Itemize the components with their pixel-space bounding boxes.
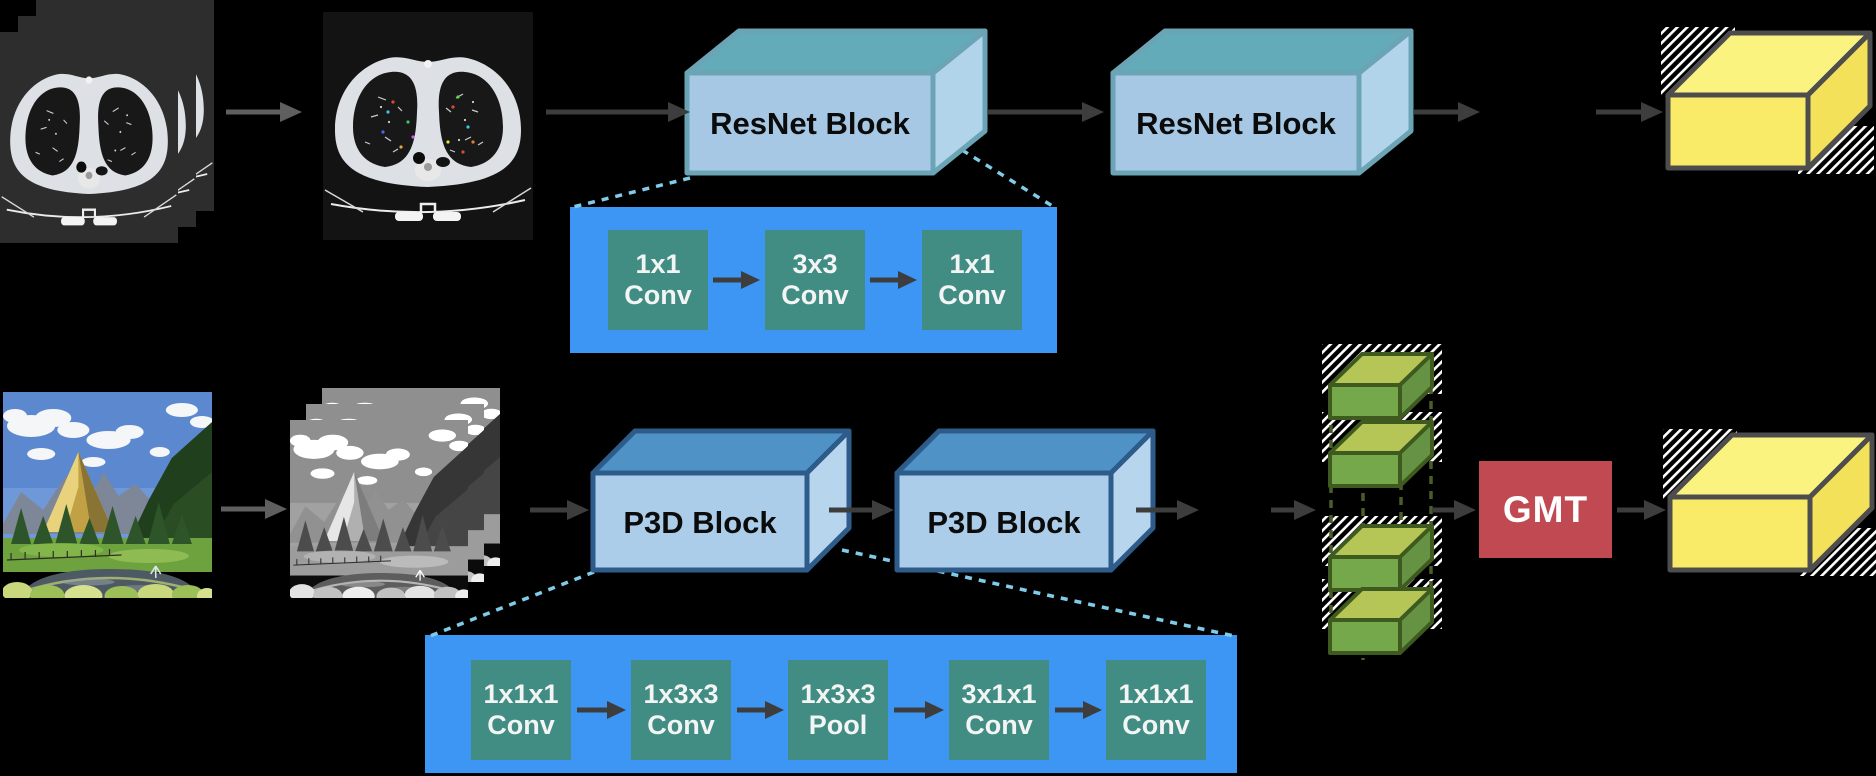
conv-cell: 1x1 Conv [922,230,1022,330]
arrow-into-cube-top [1596,102,1663,122]
conv-cell-line2: Conv [487,710,555,740]
ct-scan-enhanced [323,12,533,240]
conv-cell: 1x3x3 Conv [631,660,731,760]
resnet-block-2-label: ResNet Block [1136,106,1337,141]
resnet-block-detail: 1x1 Conv 3x3 Conv 1x1 Conv [570,207,1057,353]
conv-cell-line1: 1x1 [949,249,995,279]
conv-cell-line2: Conv [1122,710,1190,740]
arrow-p3d1-to-p3d2 [829,500,894,520]
conv-cell: 1x1x1 Conv [471,660,571,760]
conv-cell-line1: 1x1x1 [483,679,559,709]
conv-cell: 1x1x1 Conv [1106,660,1206,760]
feature-slice [1328,524,1434,592]
gmt-label: GMT [1502,488,1589,530]
ct-color-speckles [381,95,475,154]
p3d-block-1: P3D Block [590,428,852,573]
conv-cell-line2: Conv [781,280,849,310]
conv-cell-line2: Conv [647,710,715,740]
resnet-block-2: ResNet Block [1110,28,1414,176]
feature-slice [1328,352,1434,420]
pool-cell-line2: Pool [808,710,868,740]
arrow-resnet2-out [1414,102,1480,122]
arrow-photo-to-gray [221,499,287,519]
p3d-block-1-label: P3D Block [623,505,777,540]
p3d-block-detail: 1x1x1 Conv 1x3x3 Conv 1x3x3 Pool 3x1x1 C… [425,635,1237,773]
resnet-block-1: ResNet Block [684,28,988,176]
conv-cell-line2: Conv [624,280,692,310]
conv-cell-line1: 1x1 [635,249,681,279]
feature-slice [1328,587,1434,655]
conv-cell: 1x1 Conv [608,230,708,330]
conv-cell-line2: Conv [938,280,1006,310]
pool-cell-line1: 1x3x3 [800,679,876,709]
conv-cell-line1: 3x3 [792,249,838,279]
conv-cell: 3x1x1 Conv [949,660,1049,760]
gmt-module: GMT [1479,461,1612,558]
gray-frame-front [290,420,468,598]
pool-cell: 1x3x3 Pool [788,660,888,760]
resnet-block-1-label: ResNet Block [710,106,911,141]
ct-slice-front [0,32,178,243]
p3d-block-2: P3D Block [894,428,1156,573]
slice-guide-lines [1329,356,1433,660]
arrow-ct-to-enhanced [226,102,302,122]
arrow-slices-to-gmt [1432,500,1476,520]
conv-cell-line1: 1x3x3 [643,679,719,709]
conv-cell-line2: Conv [965,710,1033,740]
p3d-block-2-label: P3D Block [927,505,1081,540]
arrow-resnet1-to-resnet2 [988,102,1104,122]
landscape-photo [3,392,212,598]
landscape-grayscale-stack [290,388,502,600]
feature-slice [1328,420,1434,488]
arrow-enhanced-to-resnet1 [546,102,690,122]
output-feature-cube-bottom [1667,432,1875,573]
conv-cell: 3x3 Conv [765,230,865,330]
output-feature-cube-top [1665,30,1873,171]
ct-scan-stack [0,0,216,245]
arrow-gray-to-p3d1 [530,500,589,520]
arrow-gmt-to-cube [1617,500,1666,520]
conv-cell-line1: 3x1x1 [961,679,1037,709]
arrow-into-slices [1271,500,1316,520]
arrow-p3d2-out [1136,500,1199,520]
conv-cell-line1: 1x1x1 [1118,679,1194,709]
